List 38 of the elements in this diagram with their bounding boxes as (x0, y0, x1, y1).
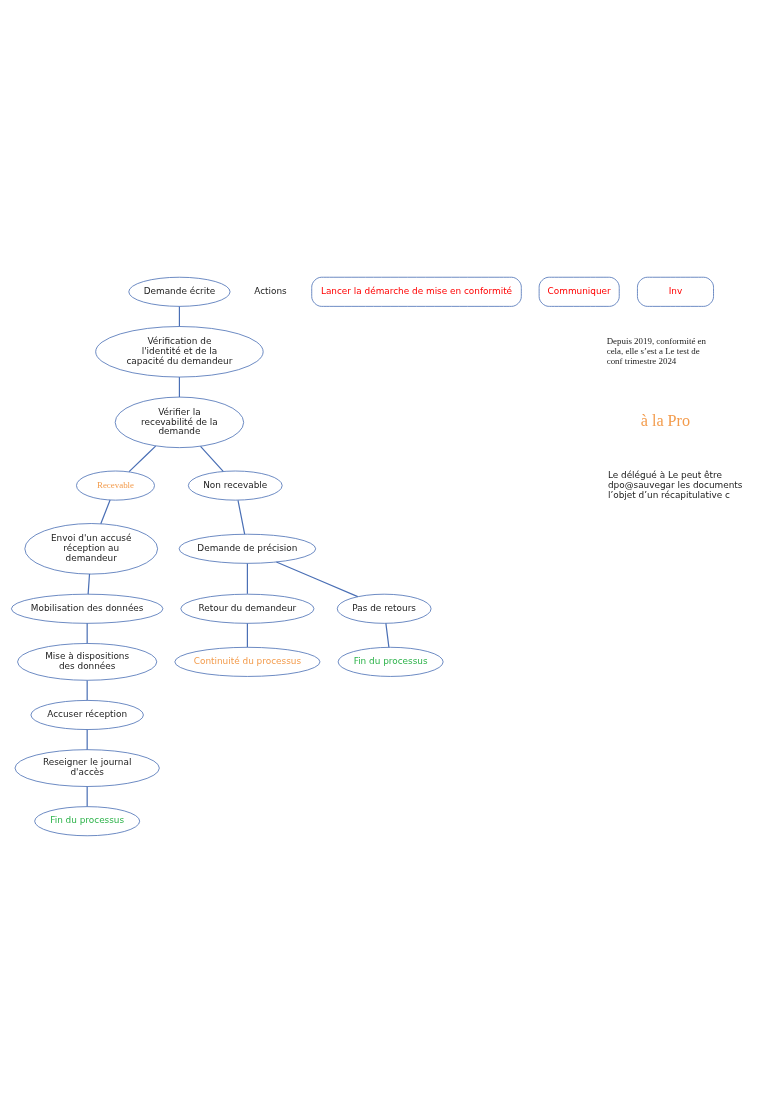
connector (275, 561, 359, 598)
node-ellipse: Fin du processus (34, 806, 141, 837)
connector (178, 376, 181, 398)
connector (128, 445, 157, 473)
node-ellipse: Demande écrite (128, 276, 231, 307)
node-ellipse: Pas de retours (336, 593, 432, 624)
connector (86, 679, 88, 701)
node-ellipse: Accuser réception (30, 700, 144, 730)
node-ellipse: Fin du processus (337, 646, 444, 677)
node-ellipse: Envoi d'un accusé réception au demandeur (24, 523, 158, 575)
connector (178, 305, 181, 328)
node-box: Communiquer (538, 276, 620, 307)
connector (246, 562, 248, 595)
connector (87, 573, 91, 595)
label: Le délégué à Le peut être dpo@sauvegar les documents l’objet d’un récapitulative c (607, 470, 743, 500)
node-ellipse: Vérification de l'identité et de la capacité du demandeur (95, 326, 264, 378)
label: Actions (254, 286, 287, 297)
node-ellipse: Continuité du processus (174, 646, 321, 677)
node-ellipse: Demande de précision (178, 533, 317, 564)
label: Depuis 2019, conformité en cela, elle s’est a Le test de conf trimestre 2024 (606, 336, 706, 366)
connector (246, 622, 248, 648)
node-box: Inv (637, 276, 714, 307)
connector (237, 499, 246, 535)
node-ellipse: Non recevable (187, 470, 283, 501)
node-ellipse: Vérifier la recevabilité de la demande (114, 396, 245, 449)
connector (86, 786, 88, 808)
node-ellipse: Mise à dispositions des données (17, 643, 158, 681)
connector (86, 729, 88, 751)
connector (199, 445, 224, 473)
node-ellipse: Mobilisation des données (11, 593, 164, 624)
node-ellipse: Reseigner le journal d'accès (14, 749, 160, 787)
connector (100, 499, 111, 525)
connector (86, 622, 88, 645)
label: à la Pro (640, 412, 691, 430)
node-ellipse: Recevable (76, 470, 155, 501)
connector (385, 622, 390, 648)
node-ellipse: Retour du demandeur (180, 593, 315, 624)
node-box: Lancer la démarche de mise en conformité (311, 276, 522, 307)
